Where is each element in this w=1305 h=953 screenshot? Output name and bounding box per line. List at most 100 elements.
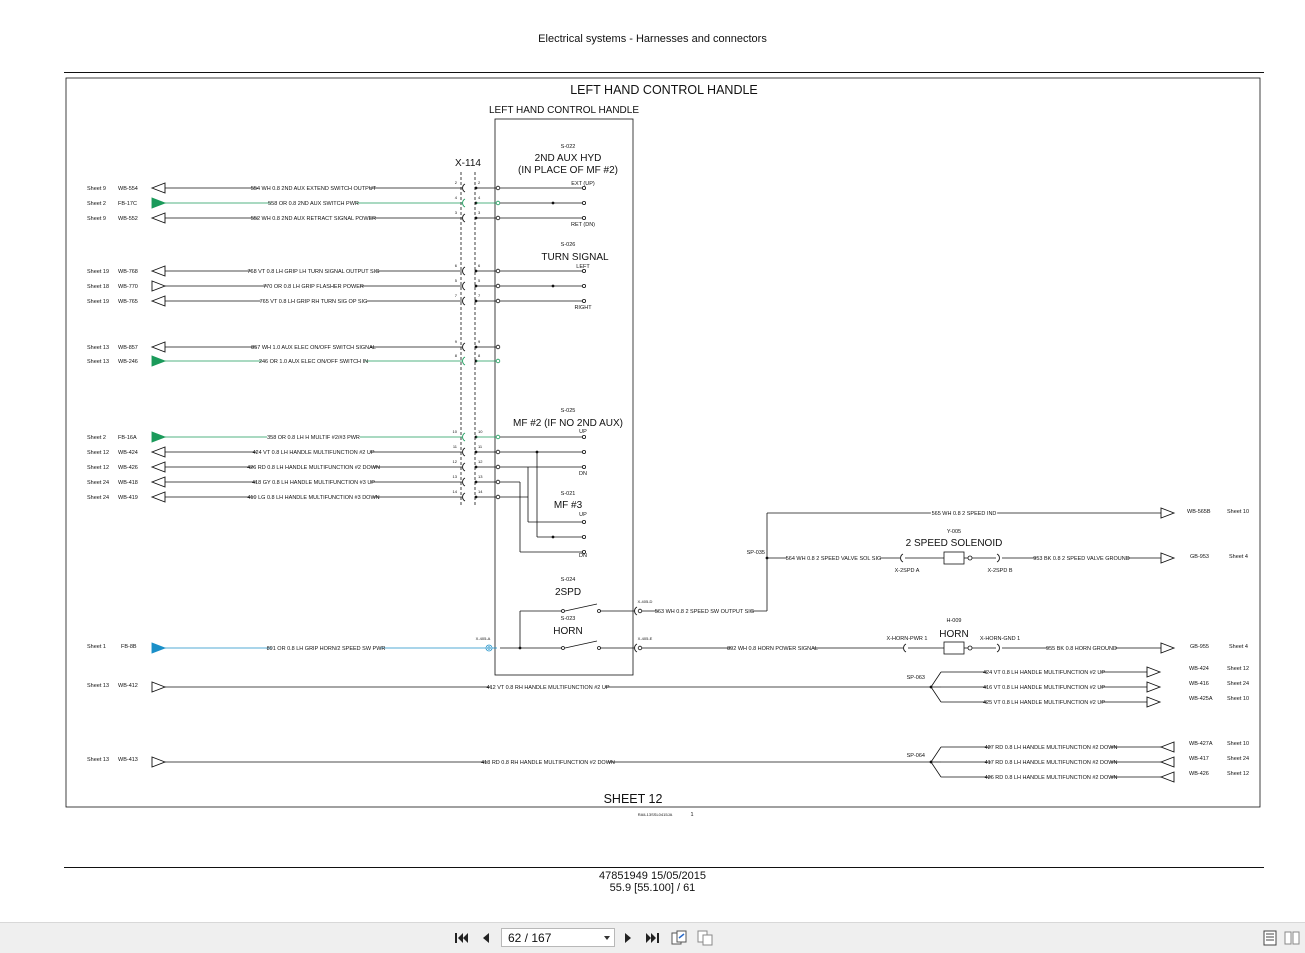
wire-ref: WB-412 [118, 683, 138, 689]
connector-socket [462, 342, 466, 352]
document-number: 47851949 15/05/2015 [598, 870, 707, 882]
pin-number: 10 [478, 429, 483, 434]
pin-number: 4 [478, 195, 481, 200]
connector-socket [462, 477, 466, 487]
contact [582, 550, 587, 555]
switch-id: S-025 [561, 408, 576, 414]
contact [582, 535, 587, 540]
first-page-button[interactable] [453, 930, 469, 946]
connector-socket [462, 281, 466, 291]
contact [582, 185, 587, 190]
wire-arrow [1160, 507, 1176, 519]
wire-sheet-ref: Sheet 10 [1227, 741, 1249, 747]
wire-sheet-ref: Sheet 12 [87, 465, 109, 471]
previous-page-button[interactable] [478, 930, 494, 946]
switch-id: S-026 [561, 242, 576, 248]
wire-arrow [150, 461, 166, 473]
export-page-button[interactable] [671, 930, 687, 946]
next-page-button[interactable] [620, 930, 636, 946]
pin-number: 6 [455, 263, 458, 268]
sol-in-label: 564 WH 0.8 2 SPEED VALVE SOL SIG [786, 556, 882, 562]
single-page-view-button[interactable] [1262, 930, 1278, 946]
connector-socket [462, 447, 466, 457]
contact [582, 283, 587, 288]
splice-branch [930, 761, 942, 778]
wire-arrow [1146, 666, 1162, 678]
connector-label: X-2SPD B [987, 568, 1012, 574]
first-page-icon [455, 933, 468, 943]
wire-sheet-ref: Sheet 4 [1229, 644, 1248, 650]
contact [582, 520, 587, 525]
junction-dot [535, 450, 539, 454]
connector-label: X-405-E [638, 636, 653, 641]
right-up-2-label: 425 VT 0.8 LH HANDLE MULTIFUNCTION #2 UP [983, 700, 1105, 706]
switch-name: 2SPD [555, 587, 581, 598]
drawing-code: RAIL13SSL0415JA [638, 812, 673, 817]
switch-lever [564, 603, 598, 612]
connector-socket [462, 296, 466, 306]
wire-arrow [1160, 552, 1176, 564]
diagram-title: LEFT HAND CONTROL HANDLE [570, 83, 758, 97]
document-page: Electrical systems - Harnesses and conne… [64, 33, 1264, 894]
switch-position: EXT (UP) [571, 181, 595, 187]
switch-id: S-023 [561, 616, 576, 622]
wire-ref: WB-413 [118, 757, 138, 763]
wire-arrow [1146, 696, 1162, 708]
pin-number: 7 [478, 293, 481, 298]
page-reference: 55.9 [55.100] / 61 [609, 882, 696, 894]
junction-dot [551, 284, 555, 288]
wire-arrow [150, 446, 166, 458]
wire-arrow [151, 197, 167, 209]
page-number-select[interactable]: 62 / 167 [501, 928, 615, 947]
right-down-2-label: 426 RD 0.8 LH HANDLE MULTIFUNCTION #2 DO… [985, 775, 1118, 781]
wire-ref: WB-424 [118, 450, 138, 456]
pin-number: 14 [478, 489, 483, 494]
wire-ref: WB-554 [118, 186, 138, 192]
wire-ref: FB-16A [118, 435, 137, 441]
wire-sheet-ref: Sheet 10 [1227, 696, 1249, 702]
contact [582, 298, 587, 303]
connector-socket [462, 432, 466, 442]
wire-arrow [151, 681, 167, 693]
connector-plug [996, 553, 1000, 563]
connector-socket [462, 213, 466, 223]
switch-position: RET (DN) [571, 222, 595, 228]
junction-dot [551, 535, 555, 539]
wire-sheet-ref: Sheet 2 [87, 435, 106, 441]
connector-socket [634, 606, 638, 616]
spd-out-label: 563 WH 0.8 2 SPEED SW OUTPUT SIG [655, 609, 754, 615]
terminal [495, 283, 501, 289]
terminal [637, 608, 643, 614]
pdf-viewer-toolbar: 62 / 167 [0, 922, 1305, 953]
last-page-button[interactable] [645, 930, 661, 946]
wire-sheet-ref: Sheet 1 [87, 644, 106, 650]
right-up-1-label: 416 VT 0.8 LH HANDLE MULTIFUNCTION #2 UP [983, 685, 1105, 691]
wire-ref: WB-424 [1189, 666, 1209, 672]
pin-number: 11 [478, 444, 483, 449]
connector-socket [462, 183, 466, 193]
wire-ref: WB-419 [118, 495, 138, 501]
wire-sheet-ref: Sheet 13 [87, 757, 109, 763]
junction-dot [551, 201, 555, 205]
wire-arrow [150, 212, 166, 224]
copy-page-button[interactable] [697, 930, 713, 946]
copy-icon [697, 930, 713, 946]
wire-ref: WB-416 [1189, 681, 1209, 687]
control-handle-title: LEFT HAND CONTROL HANDLE [489, 105, 639, 116]
two-page-view-button[interactable] [1284, 930, 1300, 946]
switch-name: TURN SIGNAL [541, 252, 609, 263]
terminal [967, 555, 973, 561]
contact [582, 434, 587, 439]
rh-down-label: 413 RD 0.8 RH HANDLE MULTIFUNCTION #2 DO… [481, 760, 615, 766]
wire-arrow [1159, 771, 1175, 783]
pin-number: 11 [453, 444, 458, 449]
connector-pin-inner [487, 646, 491, 650]
wire-sheet-ref: Sheet 2 [87, 201, 106, 207]
wire-arrow [150, 491, 166, 503]
pin-number: 8 [478, 353, 481, 358]
terminal [495, 298, 501, 304]
connector-label: X-405-D [638, 599, 653, 604]
pin-number: 14 [453, 489, 458, 494]
wire-ref: WB-765 [118, 299, 138, 305]
